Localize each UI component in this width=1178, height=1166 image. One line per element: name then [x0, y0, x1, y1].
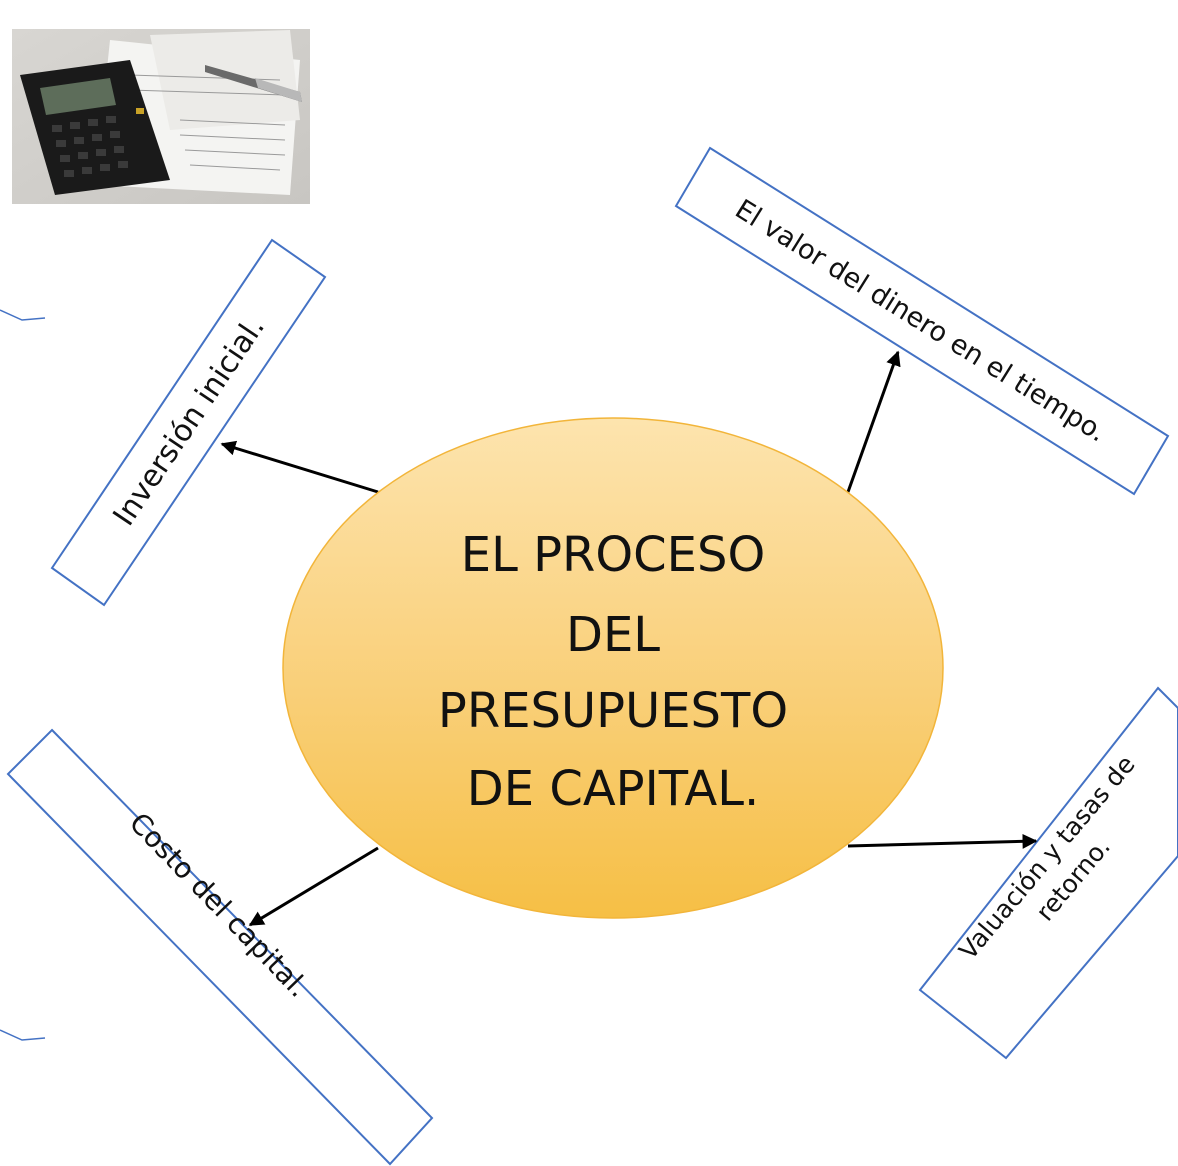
- arrow-to-valuacion: [847, 833, 1038, 849]
- arrow-to-inversion: [220, 440, 379, 494]
- central-title-line-3: PRESUPUESTO: [438, 683, 788, 739]
- central-title-line-1: EL PROCESO: [461, 527, 766, 583]
- central-title-line-4: DE CAPITAL.: [467, 761, 759, 817]
- partial-shape-bottom: [0, 1029, 46, 1041]
- node-valor-del-dinero-label: El valor del dinero en el tiempo.: [730, 194, 1112, 449]
- node-valuacion-y-tasas: Valuación y tasas de retorno.: [918, 686, 1178, 1060]
- central-concept: EL PROCESO DEL PRESUPUESTO DE CAPITAL.: [282, 417, 944, 919]
- arrow-to-costo: [248, 846, 379, 927]
- node-inversion-inicial: Inversión inicial.: [50, 238, 327, 607]
- partial-shape-top: [0, 309, 46, 321]
- connector-arrows: [220, 350, 1038, 927]
- node-inversion-inicial-label: Inversión inicial.: [106, 310, 271, 532]
- central-title-line-2: DEL: [566, 607, 660, 663]
- calculator-photo: [12, 29, 310, 204]
- arrow-to-valor: [846, 350, 901, 493]
